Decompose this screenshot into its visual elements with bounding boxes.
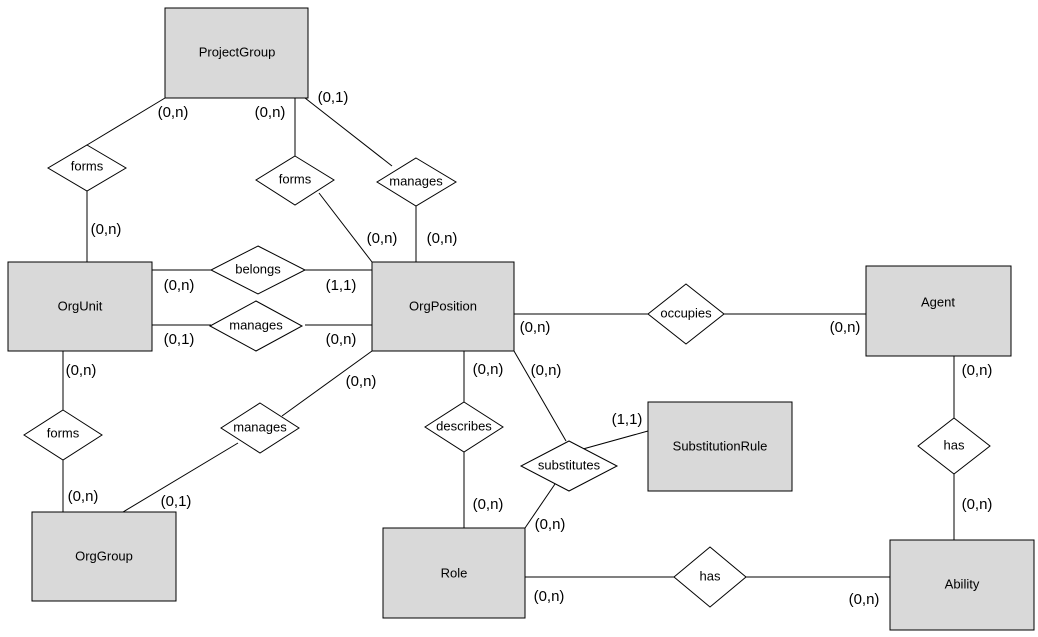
relationship-forms-orgunit-orggroup[interactable]: forms xyxy=(23,409,103,461)
cardinality-label: (0,n) xyxy=(68,488,99,505)
relationship-forms-projectgroup-orgunit[interactable]: forms xyxy=(47,144,127,192)
relationship-has-agent-ability[interactable]: has xyxy=(917,417,991,475)
relationship-substitutes[interactable]: substitutes xyxy=(519,440,619,492)
relationship-manages-orggroup-orgposition[interactable]: manages xyxy=(220,402,300,454)
entity-orgposition[interactable]: OrgPosition xyxy=(371,261,515,352)
edge-projectgroup-manages xyxy=(304,97,393,167)
cardinality-label: (0,n) xyxy=(346,373,377,390)
entity-projectgroup[interactable]: ProjectGroup xyxy=(164,7,309,99)
cardinality-label: (0,1) xyxy=(161,493,192,510)
relationship-has-agent-ability-label: has xyxy=(944,437,965,452)
cardinality-label: (0,n) xyxy=(66,362,97,379)
entity-ability-label: Ability xyxy=(945,576,980,591)
edge-substitutes-role xyxy=(524,483,556,529)
cardinality-label: (0,n) xyxy=(427,230,458,247)
entity-projectgroup-label: ProjectGroup xyxy=(199,44,276,59)
relationship-manages-projectgroup-orgposition-label: manages xyxy=(389,173,443,188)
cardinality-label: (0,n) xyxy=(849,591,880,608)
relationship-occupies[interactable]: occupies xyxy=(647,283,725,345)
cardinality-label: (0,n) xyxy=(158,104,189,121)
edge-manages-og-orggroup xyxy=(122,442,239,513)
cardinality-label: (0,1) xyxy=(318,89,349,106)
relationship-forms-orgunit-orggroup-label: forms xyxy=(47,425,80,440)
entity-orggroup[interactable]: OrgGroup xyxy=(31,511,177,602)
entity-role-label: Role xyxy=(441,565,468,580)
cardinality-label: (0,1) xyxy=(164,331,195,348)
relationship-forms-projectgroup-orgposition-label: forms xyxy=(279,171,312,186)
entity-substitutionrule[interactable]: SubstitutionRule xyxy=(647,401,793,492)
edge-projectgroup-forms-ou xyxy=(86,97,166,146)
entity-agent-label: Agent xyxy=(921,294,955,309)
cardinalities: (0,n) (0,n) (0,1) (0,n) (0,n) (0,n) (0,n… xyxy=(66,89,993,608)
cardinality-label: (0,n) xyxy=(473,361,504,378)
cardinality-label: (0,n) xyxy=(535,516,566,533)
entity-ability[interactable]: Ability xyxy=(889,539,1035,631)
relationship-describes[interactable]: describes xyxy=(424,401,504,453)
entity-orggroup-label: OrgGroup xyxy=(75,548,133,563)
cardinality-label: (0,n) xyxy=(91,221,122,238)
cardinality-label: (0,n) xyxy=(473,496,504,513)
edge-substitutes-rule xyxy=(582,430,649,450)
edge-forms-op-orgposition xyxy=(318,192,373,263)
relationship-belongs-label: belongs xyxy=(235,261,281,276)
cardinality-label: (1,1) xyxy=(612,411,643,428)
entity-agent[interactable]: Agent xyxy=(865,265,1012,357)
entity-substitutionrule-label: SubstitutionRule xyxy=(673,438,768,453)
cardinality-label: (0,n) xyxy=(326,331,357,348)
cardinality-label: (0,n) xyxy=(830,319,861,336)
relationship-has-role-ability[interactable]: has xyxy=(673,546,747,608)
relationship-describes-label: describes xyxy=(436,418,492,433)
entity-orgposition-label: OrgPosition xyxy=(409,298,477,313)
relationship-manages-orgunit-orgposition[interactable]: manages xyxy=(208,300,304,352)
cardinality-label: (0,n) xyxy=(367,230,398,247)
relationship-forms-projectgroup-orgposition[interactable]: forms xyxy=(255,155,335,206)
relationship-belongs[interactable]: belongs xyxy=(209,245,307,295)
cardinality-label: (0,n) xyxy=(255,104,286,121)
relationship-manages-orgunit-orgposition-label: manages xyxy=(229,317,283,332)
cardinality-label: (0,n) xyxy=(962,496,993,513)
cardinality-label: (1,1) xyxy=(326,277,357,294)
relationship-has-role-ability-label: has xyxy=(700,568,721,583)
relationship-manages-orggroup-orgposition-label: manages xyxy=(233,419,287,434)
entity-orgunit[interactable]: OrgUnit xyxy=(7,261,153,352)
relationship-manages-projectgroup-orgposition[interactable]: manages xyxy=(376,157,457,207)
entity-orgunit-label: OrgUnit xyxy=(58,298,103,313)
edges xyxy=(62,97,955,578)
relationship-occupies-label: occupies xyxy=(660,305,712,320)
edge-orgposition-substitutes xyxy=(513,350,567,442)
relationship-forms-projectgroup-orgunit-label: forms xyxy=(71,158,104,173)
cardinality-label: (0,n) xyxy=(164,277,195,294)
entity-role[interactable]: Role xyxy=(382,527,526,619)
cardinality-label: (0,n) xyxy=(520,319,551,336)
cardinality-label: (0,n) xyxy=(962,362,993,379)
cardinality-label: (0,n) xyxy=(534,588,565,605)
edge-orgposition-manages-og xyxy=(281,350,373,417)
relationship-substitutes-label: substitutes xyxy=(538,457,601,472)
cardinality-label: (0,n) xyxy=(531,362,562,379)
